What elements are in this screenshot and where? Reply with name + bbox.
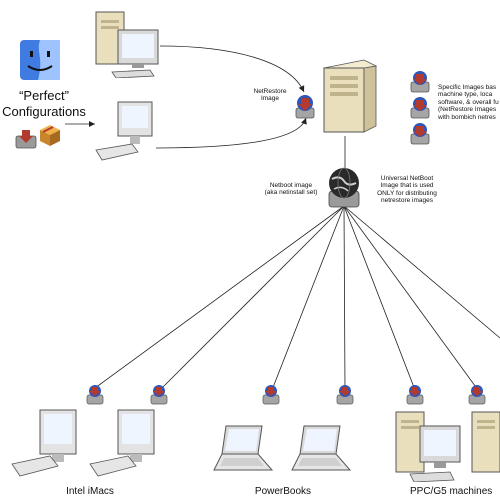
netboot-to-client-line [94,205,345,389]
perfect-configurations-label: “Perfect” Configurations [2,88,86,119]
installer-disk-icon [15,130,37,149]
imac-workstation-icon [95,101,153,161]
client-disk-icon [406,385,424,405]
g5-tower-icon [395,411,461,482]
powerbook-icon [213,425,274,471]
netboot-to-client-line [343,205,346,391]
netboot-to-client-line [271,205,345,391]
netboot-to-client-line [343,205,479,391]
specific-image-disk-icon [410,123,430,145]
netrestore-disk-icon [295,95,315,119]
client-disk-icon [150,385,168,405]
powerbook-icon [291,425,352,471]
netrestore-image-label: NetRestore Image [253,88,287,103]
specific-image-disk-icon [410,71,430,93]
imac-icon [11,409,77,477]
netboot-to-client-line [343,205,416,391]
specific-images-label: Specific Images bas machine type, loca s… [438,84,499,121]
imac-to-netrestore-curve [155,117,307,149]
arrowhead [301,118,307,125]
workstation-icon [95,11,159,78]
client-disk-icon [468,385,486,405]
arrowhead [298,85,305,92]
config-to-netrestore-curve [159,45,305,93]
netboot-to-client-line [343,205,500,339]
client-disk-icon [336,385,354,405]
intel-imacs-label: Intel iMacs [66,486,114,497]
client-disk-icon [86,385,104,405]
client-disk-icon [262,385,280,405]
ppc-g5-label: PPC/G5 machines [410,486,493,497]
netboot-image-label: Netboot image (aka netinstall set) [264,182,318,197]
netboot-to-client-line [159,205,345,391]
specific-image-disk-icon [410,97,430,119]
powerbooks-label: PowerBooks [254,486,312,497]
server-tower-icon [322,59,378,133]
arrowhead [89,121,95,127]
imac-icon [89,409,155,477]
universal-netboot-label: Universal NetBoot Image that is used ONL… [377,175,437,205]
netboot-globe-disk-icon [328,167,360,208]
finder-icon [20,40,60,80]
installer-package-icon [40,125,60,146]
g5-tower-icon [471,411,500,473]
